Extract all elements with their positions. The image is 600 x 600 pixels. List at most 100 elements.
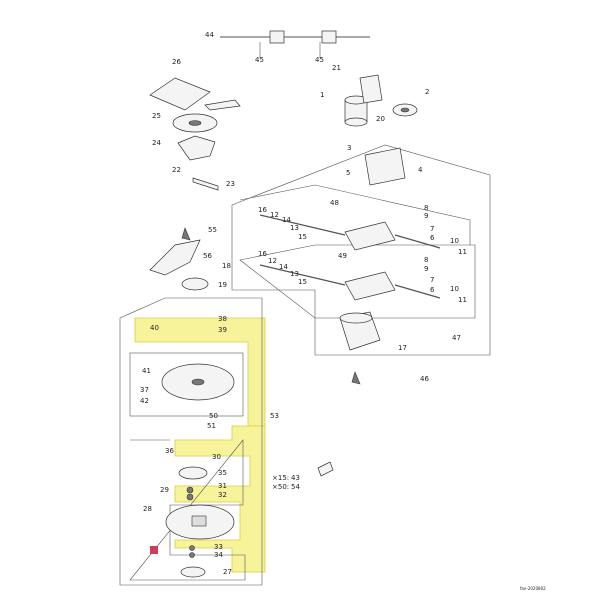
callout-c18: 18 <box>222 262 231 270</box>
assembly-48 <box>344 221 396 251</box>
callout-c7b: 7 <box>430 276 434 284</box>
callout-c56: 56 <box>203 252 212 260</box>
callout-c43: 43 <box>291 474 300 482</box>
plate-37-hub <box>191 378 205 386</box>
outline-48 <box>239 184 471 245</box>
callout-c31: 31 <box>218 482 227 490</box>
bracket-3 <box>364 147 406 186</box>
callout-c55: 55 <box>208 226 217 234</box>
callout-c44: 44 <box>205 31 214 39</box>
callout-c7a: 7 <box>430 225 434 233</box>
callout-c45a: 45 <box>255 56 264 64</box>
callout-c53: 53 <box>270 412 279 420</box>
callout-c22: 22 <box>172 166 181 174</box>
outline-51 <box>129 439 246 581</box>
callout-c28: 28 <box>143 505 152 513</box>
callout-c38: 38 <box>218 315 227 323</box>
callout-c24: 24 <box>152 139 161 147</box>
callout-c4: 4 <box>418 166 423 174</box>
callout-c48: 48 <box>330 199 339 207</box>
disc-25-hub <box>188 120 202 126</box>
plate-24 <box>177 135 216 161</box>
callout-c9b: 9 <box>424 265 428 273</box>
callout-c13b: 13 <box>290 270 299 278</box>
callout-c8b: 8 <box>424 256 428 264</box>
callout-c12b: 12 <box>268 257 277 265</box>
callout-c10a: 10 <box>450 237 459 245</box>
bearing-36 <box>178 466 208 480</box>
callout-c40: 40 <box>150 324 159 332</box>
callout-c20: 20 <box>376 115 385 123</box>
callout-c54: 54 <box>291 483 300 491</box>
callout-c3: 3 <box>347 144 351 152</box>
callout-c27: 27 <box>223 568 232 576</box>
callout-c2: 2 <box>425 88 429 96</box>
callout-c32: 32 <box>218 491 227 499</box>
callout-c19: 19 <box>218 281 227 289</box>
clip <box>204 99 241 111</box>
arrow-down-icon <box>351 371 361 385</box>
washer-32 <box>186 493 194 501</box>
bracket-26 <box>149 77 211 111</box>
callout-c39: 39 <box>218 326 227 334</box>
callout-c46: 46 <box>420 375 429 383</box>
bearing-27 <box>180 566 206 578</box>
callout-c23: 23 <box>226 180 235 188</box>
outline-53 <box>119 297 263 586</box>
washer-33 <box>189 545 195 551</box>
washer-31 <box>186 486 194 494</box>
outline-47 <box>239 244 476 319</box>
callout-c21: 21 <box>332 64 341 72</box>
qty-q50: ×50: <box>272 483 289 491</box>
callout-c41: 41 <box>142 367 151 375</box>
ring-2-hole <box>400 107 410 113</box>
callout-c6a: 6 <box>430 234 435 242</box>
callout-c9a: 9 <box>424 212 428 220</box>
callout-c37: 37 <box>140 386 149 394</box>
callout-c12a: 12 <box>270 211 279 219</box>
callout-c45b: 45 <box>315 56 324 64</box>
callout-c6b: 6 <box>430 286 435 294</box>
callout-c11a: 11 <box>458 248 467 256</box>
callout-c50: 50 <box>209 412 218 420</box>
callout-c26: 26 <box>172 58 181 66</box>
callout-c25: 25 <box>152 112 161 120</box>
outline-46 <box>231 144 491 356</box>
callout-c8a: 8 <box>424 204 428 212</box>
highlight-bottom <box>174 425 266 573</box>
part-43 <box>317 461 334 477</box>
callout-c5: 5 <box>346 169 350 177</box>
callout-c14b: 14 <box>279 263 288 271</box>
callout-c51: 51 <box>207 422 216 430</box>
assembly-49 <box>344 271 396 301</box>
callout-c47: 47 <box>452 334 461 342</box>
red-marker <box>150 546 158 554</box>
callout-c35: 35 <box>218 469 227 477</box>
washer-34 <box>189 552 195 558</box>
callout-c15a: 15 <box>298 233 307 241</box>
cylinder-17 <box>339 311 381 351</box>
callout-c36: 36 <box>165 447 174 455</box>
callout-c14a: 14 <box>282 216 291 224</box>
callout-c49: 49 <box>338 252 347 260</box>
callout-c11b: 11 <box>458 296 467 304</box>
rail-22 <box>192 177 219 191</box>
board-21 <box>359 74 383 104</box>
footer-code: fan-2020802 <box>520 586 546 591</box>
callout-c15b: 15 <box>298 278 307 286</box>
callout-c10b: 10 <box>450 285 459 293</box>
callout-c34: 34 <box>214 551 223 559</box>
callout-c1: 1 <box>320 91 324 99</box>
disc-56 <box>181 277 209 291</box>
plate-28-slot <box>191 515 207 527</box>
callout-c13a: 13 <box>290 224 299 232</box>
callout-c42: 42 <box>140 397 149 405</box>
motor-1 <box>344 95 368 127</box>
outline-50 <box>129 352 244 417</box>
callout-c30: 30 <box>212 453 221 461</box>
housing-55 <box>149 239 201 276</box>
callout-c17: 17 <box>398 344 407 352</box>
